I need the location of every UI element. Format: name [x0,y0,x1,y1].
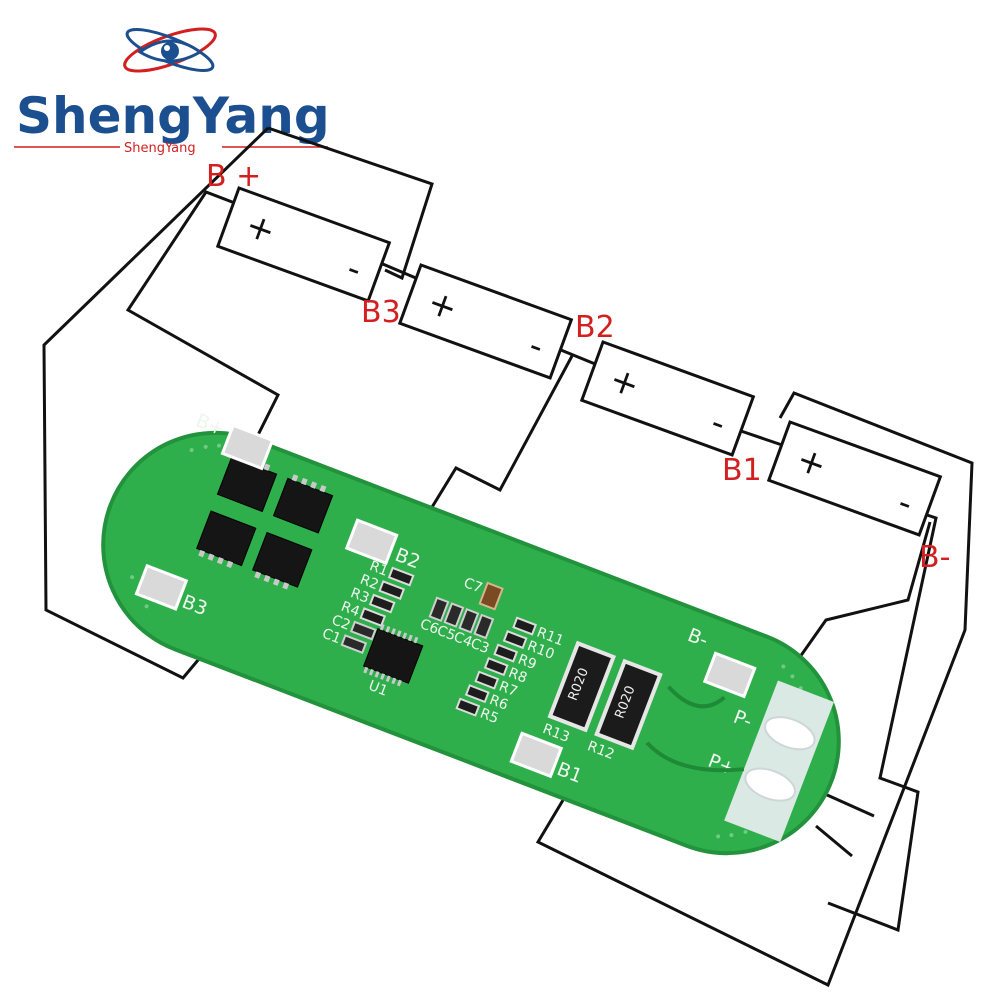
label-c7: C7 [461,575,484,597]
label-b3: B3 [361,295,401,330]
pcb-board: B+ B2 B3 B1 B- P- P+ R1 R2 R3 R4 C2 C1 [101,410,841,856]
pad-b-minus [702,651,757,699]
wire-b-plus [125,190,280,456]
label-r1: R1 [367,558,390,580]
label-c4: C4 [451,629,474,651]
battery-cell-4: + - [766,420,943,537]
label-b2: B2 [575,310,615,345]
wire-b2 [416,355,574,531]
pad-b1 [509,731,564,779]
shunt-resistor-2: R020 [594,658,663,751]
label-r9: R9 [516,652,539,674]
label-r5: R5 [478,706,501,728]
label-r6: R6 [487,692,510,714]
ic-u1 [362,623,424,687]
mosfet-group [196,452,334,590]
pad-b3 [134,563,189,611]
label-b1: B1 [722,453,762,488]
battery-cell-1: + - [215,186,392,303]
wire-b3 [267,126,434,281]
brand-logo: ShengYang ShengYang [14,27,330,156]
label-u1: U1 [366,678,390,700]
link-cell2-cell3 [555,346,601,368]
eye-icon [123,27,217,73]
lead-p-minus [815,824,853,858]
label-r7: R7 [497,679,520,701]
pad-b-plus [220,423,275,471]
battery-cell-2: + - [397,263,574,380]
link-cell3-cell4 [737,428,786,448]
label-r8: R8 [506,665,529,687]
brand-subname: ShengYang [124,141,196,156]
label-c5: C5 [435,623,458,645]
label-c6: C6 [418,616,441,638]
resistor-column-left [340,566,415,654]
label-b-minus: B- [919,540,950,575]
pad-b2 [344,518,399,566]
label-c3: C3 [468,636,491,658]
wire-b1 [535,391,974,988]
label-r2: R2 [358,572,381,594]
resistor-column-right [455,616,538,717]
capacitor-group [428,581,504,640]
label-b-plus: B + [206,159,261,194]
label-r4: R4 [339,599,362,621]
brand-name: ShengYang [16,87,330,145]
label-c1: C1 [320,626,343,648]
label-r3: R3 [348,585,371,607]
wire-b-minus [827,508,938,933]
label-c2: C2 [329,612,352,634]
shunt-resistor-1: R020 [547,640,617,733]
battery-cell-3: + - [579,340,756,457]
